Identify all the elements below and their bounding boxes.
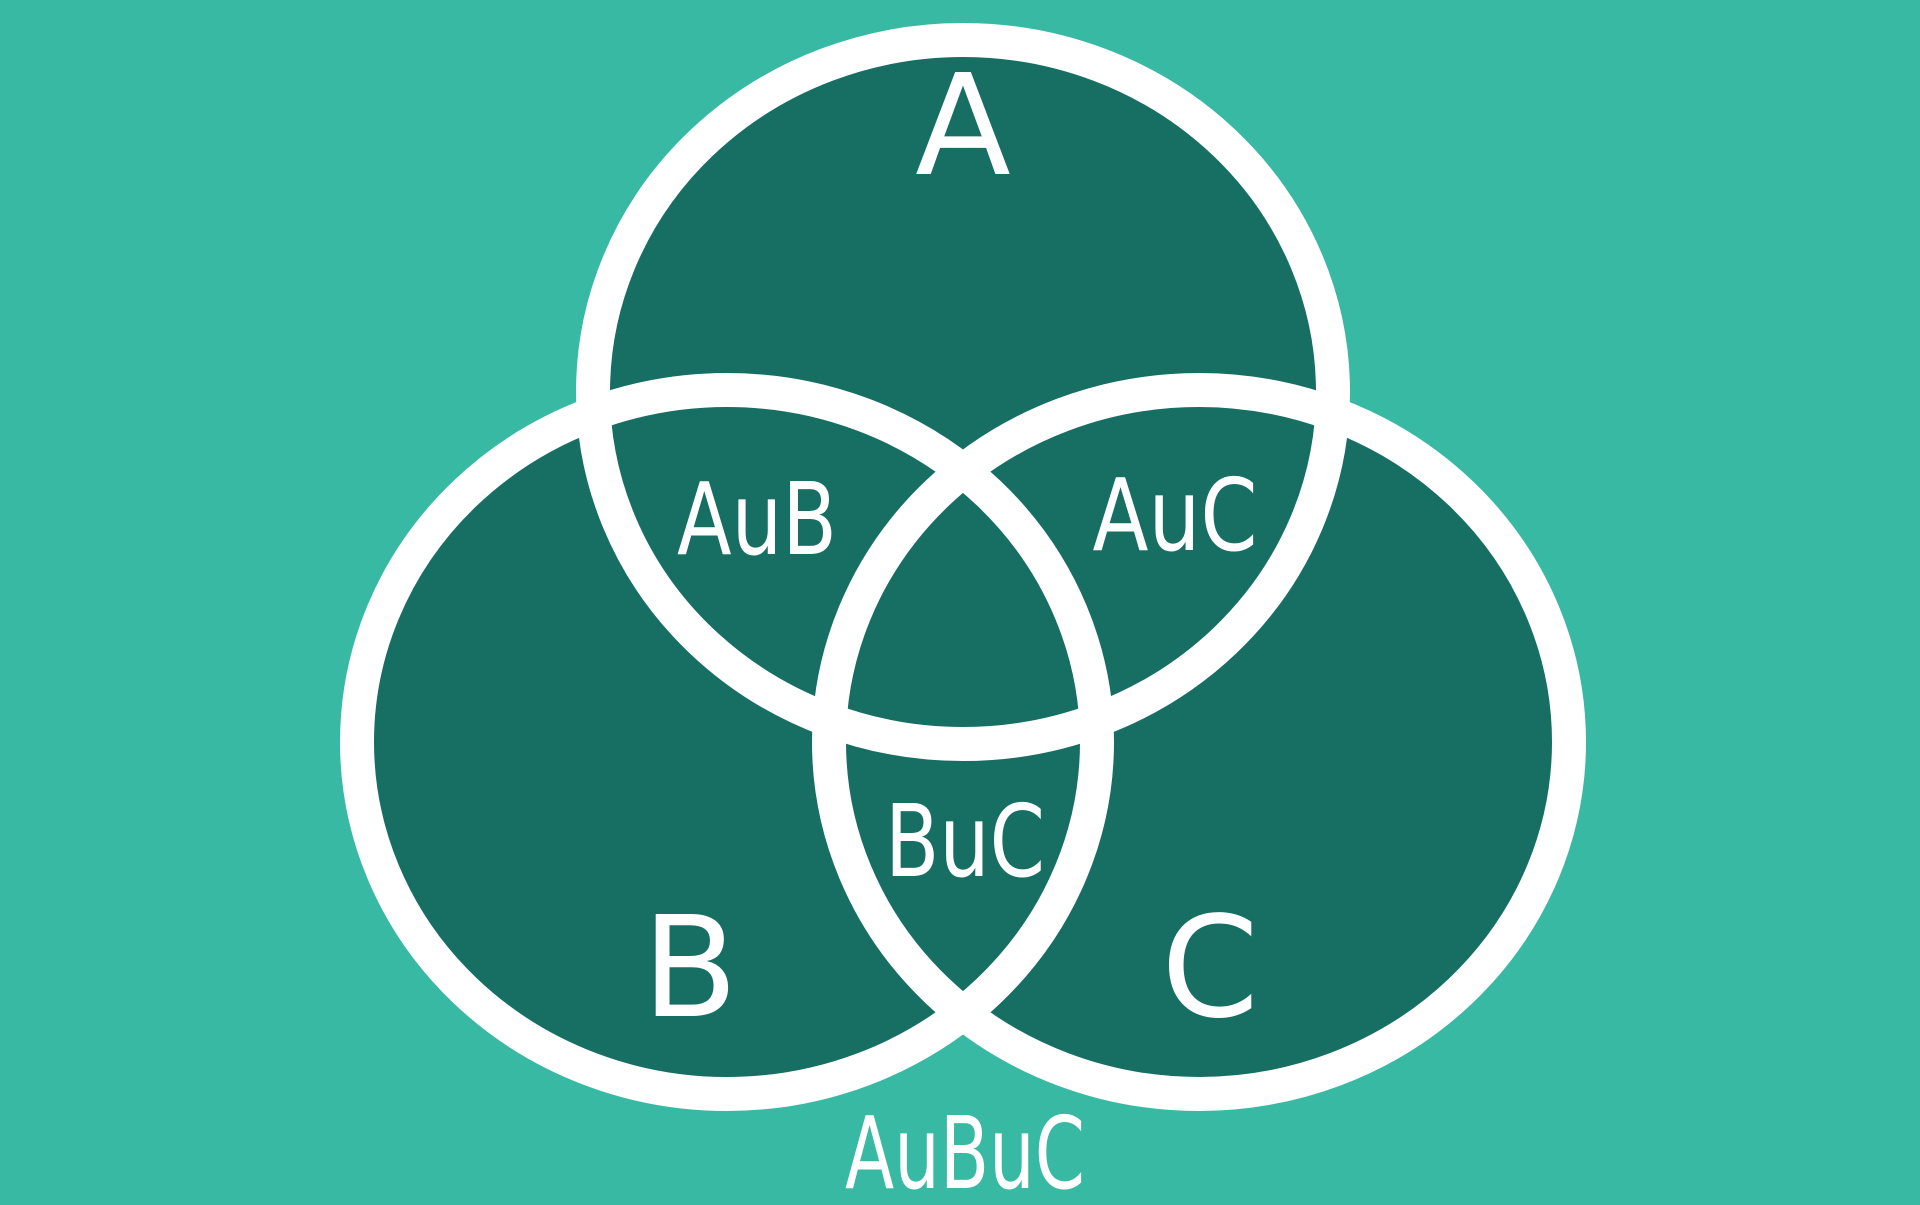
region-label-a-c: AuC	[1093, 457, 1258, 574]
circle-outlines	[340, 23, 1586, 1111]
circle-fills	[357, 40, 1569, 1094]
circle-b-outline	[340, 373, 1114, 1111]
set-label-a: A	[915, 45, 1011, 208]
circle-a-outline	[576, 23, 1350, 761]
circle-c-outline	[812, 373, 1586, 1111]
region-label-b-c: BuC	[885, 783, 1045, 900]
set-label-c: C	[1161, 887, 1259, 1050]
region-label-a-b: AuB	[677, 461, 837, 578]
circle-c-fill	[829, 390, 1569, 1094]
set-label-b: B	[642, 887, 738, 1050]
union-label: AuBuC	[845, 1095, 1085, 1200]
